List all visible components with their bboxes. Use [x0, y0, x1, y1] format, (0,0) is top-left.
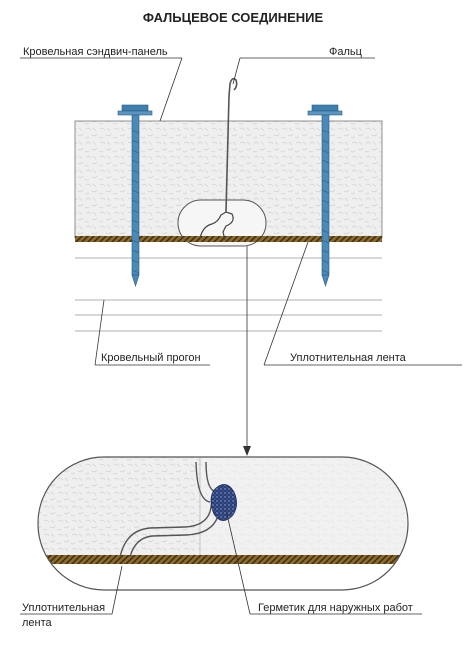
purlin: [75, 257, 382, 332]
label-sandwich-panel: Кровельная сэндвич-панель: [23, 46, 168, 58]
left-screw: [117, 104, 153, 287]
leader-sandwich-panel: [20, 57, 183, 122]
right-screw: [307, 104, 343, 287]
leader-sealing-tape-top: [263, 241, 462, 366]
sealant-blob: [210, 484, 237, 521]
zoom-detail: [37, 456, 409, 591]
label-sealant: Герметик для наружных работ: [258, 602, 413, 614]
label-sealing-tape-top: Уплотнительная лента: [290, 352, 407, 364]
leader-seam: [232, 57, 375, 85]
zoom-connector-arrow: [243, 446, 251, 456]
seam-wire: [225, 77, 238, 213]
label-seam: Фальц: [329, 46, 363, 58]
label-sealing-tape-bottom-line2: лента: [22, 617, 53, 629]
seam-detail-marker: [177, 199, 267, 247]
leader-sealant: [225, 509, 422, 615]
leader-sealing-tape-bottom: [20, 565, 123, 615]
leader-purlin: [94, 299, 210, 366]
label-purlin: Кровельный прогон: [101, 352, 201, 364]
label-sealing-tape-bottom-line1: Уплотнительная: [22, 602, 105, 614]
diagram-title: ФАЛЬЦЕВОЕ СОЕДИНЕНИЕ: [143, 10, 324, 25]
